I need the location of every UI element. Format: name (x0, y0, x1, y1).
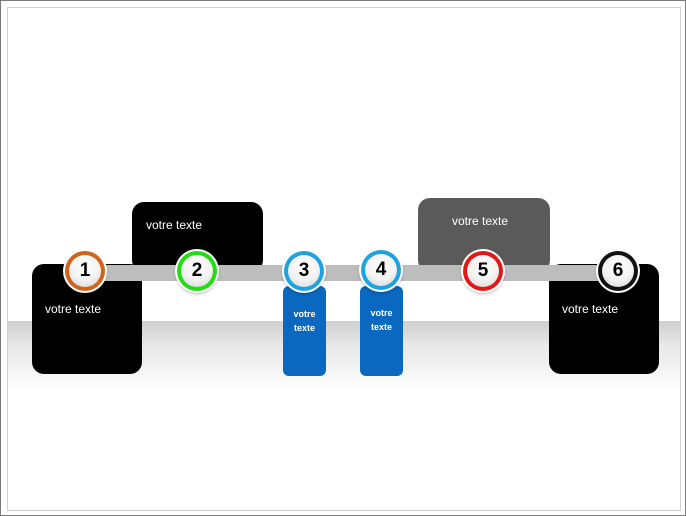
step-3-box: votre texte (283, 286, 326, 376)
slide-canvas: votre texte votre texte votre texte votr… (7, 7, 681, 511)
step-3-marker: 3 (284, 251, 324, 291)
step-2-label: votre texte (146, 218, 203, 232)
step-3-label-line2: texte (293, 323, 315, 333)
step-6-marker-face (602, 255, 634, 287)
step-1-marker-face (69, 255, 101, 287)
step-5-marker-face (467, 255, 499, 287)
step-4-label-line1: votre (370, 308, 393, 318)
step-4-marker-face (365, 254, 397, 286)
step-1-marker: 1 (65, 251, 105, 291)
step-6-marker: 6 (598, 251, 638, 291)
step-3-marker-face (288, 255, 320, 287)
step-6-number: 6 (612, 260, 624, 281)
step-1-number: 1 (79, 260, 91, 281)
step-5-marker: 5 (463, 251, 503, 291)
step-5-box: votre texte (418, 198, 550, 272)
step-3-label-line1: votre (293, 309, 316, 319)
step-5-label: votre texte (452, 214, 509, 228)
step-2-number: 2 (191, 260, 203, 281)
step-2-marker: 2 (177, 251, 217, 291)
step-6-label: votre texte (562, 302, 619, 316)
step-3-number: 3 (298, 260, 310, 281)
step-4-number: 4 (375, 259, 387, 280)
step-5-number: 5 (477, 260, 489, 281)
step-2-marker-face (181, 255, 213, 287)
step-4-label-line2: texte (370, 322, 392, 332)
timeline-track (82, 265, 622, 281)
step-1-label: votre texte (45, 302, 102, 316)
step-4-marker: 4 (361, 250, 401, 290)
step-4-box: votre texte (360, 286, 403, 376)
